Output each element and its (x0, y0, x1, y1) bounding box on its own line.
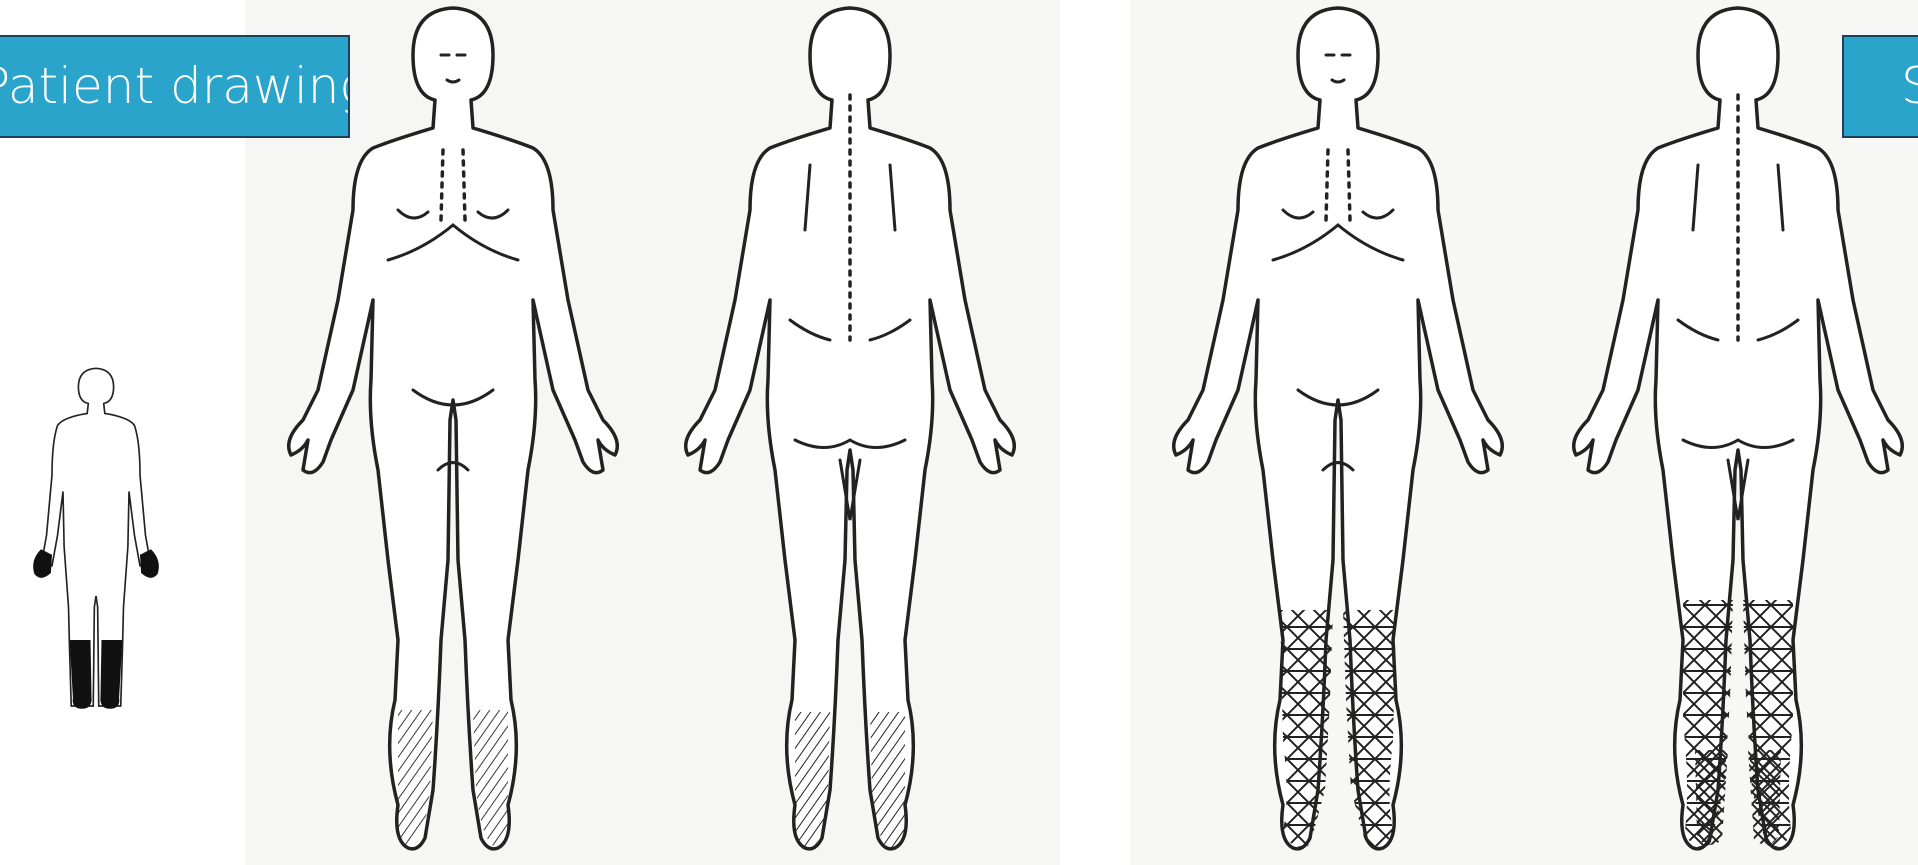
patient-back-figure (686, 8, 1015, 850)
body-outline-icon (33, 368, 159, 708)
right-panel-label: S (1842, 35, 1918, 138)
patient-drawing-label: Patient drawing (0, 35, 350, 138)
examiner-front-figure (1174, 8, 1503, 849)
